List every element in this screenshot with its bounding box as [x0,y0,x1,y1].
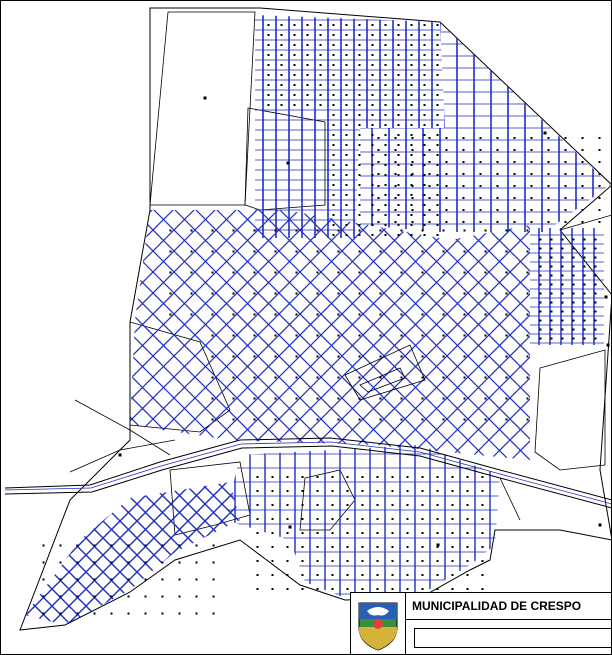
parcel-markers [42,24,610,615]
north-grid [255,15,445,238]
plazas [344,344,426,401]
railway-corridor [4,214,612,521]
east-grid [530,228,604,345]
title-block: MUNICIPALIDAD DE CRESPO [350,592,612,655]
municipal-crest-icon [358,602,398,651]
central-diagonal-grid [130,210,530,460]
title-block-field [405,619,611,654]
municipality-name: MUNICIPALIDAD DE CRESPO [405,593,611,620]
